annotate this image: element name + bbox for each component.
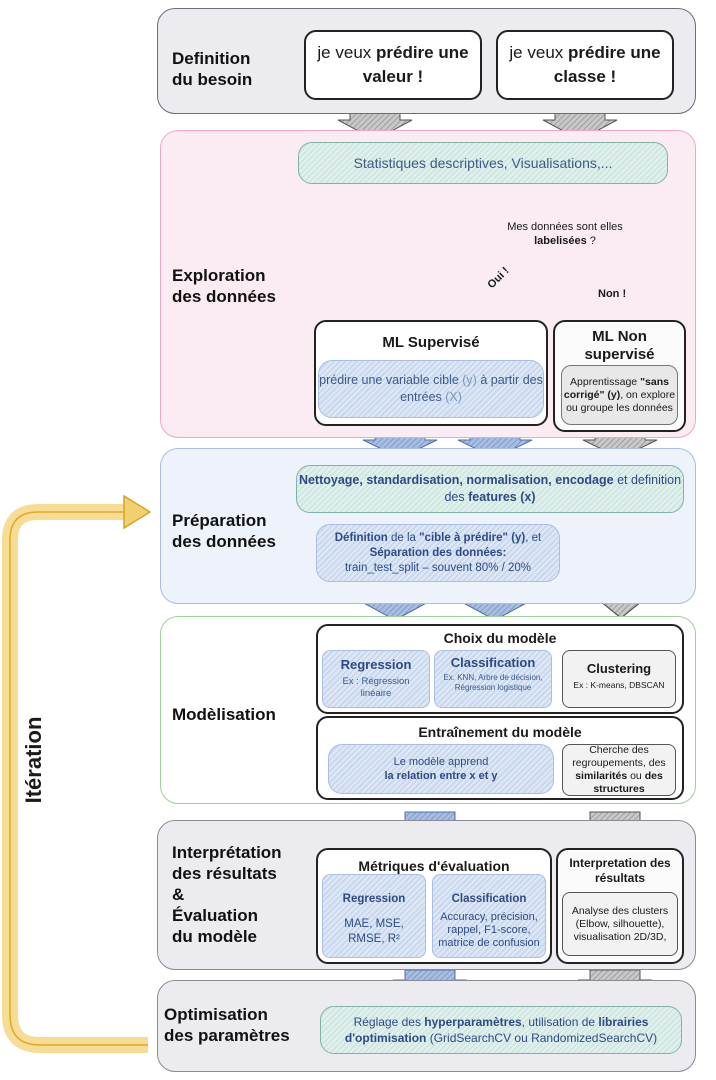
iteration-arrowhead (123, 494, 152, 530)
iteration-label: Itération (21, 716, 46, 804)
stats-box: Statistiques descriptives, Visualisation… (298, 142, 668, 184)
training-unsupervised: Cherche des regroupements, des similarit… (562, 744, 676, 796)
ml-supervised-desc: prédire une variable cible (y) à partir … (318, 360, 544, 418)
regression-box: Regression Ex : Régression linéaire (322, 650, 430, 708)
ml-unsupervised-desc: Apprentissage "sans corrigé" (y), on exp… (561, 365, 678, 425)
unsup-interpretation-desc: Analyse des clusters (Elbow, silhouette)… (562, 892, 678, 956)
metric-classification-box: Classification Accuracy, précision, rapp… (432, 874, 546, 958)
stage-title-definition: Definition du besoin (172, 49, 253, 89)
optimisation-box: Réglage des hyperparamètres, utilisation… (320, 1006, 682, 1054)
stage-title-optimisation: Optimisation des paramètres (164, 1005, 290, 1045)
stage-title-exploration: Exploration des données (172, 266, 276, 306)
metric-regression-box: Regression MAE, MSE, RMSE, R² (322, 874, 426, 958)
classification-box: Classification Ex. KNN, Arbre de décisio… (434, 650, 552, 708)
target-box: Définition de la "cible à prédire" (y), … (316, 524, 560, 582)
stage-title-modelisation: Modèlisation (172, 705, 276, 724)
clustering-box: Clustering Ex : K-means, DBSCAN (562, 650, 676, 708)
cleaning-box: Nettoyage, standardisation, normalisatio… (296, 465, 684, 513)
non-label: Non ! (598, 288, 627, 300)
stage-title-interpretation: Interprétation des résultats & Évaluatio… (172, 843, 282, 946)
stage-title-preparation: Préparation des données (172, 511, 276, 551)
